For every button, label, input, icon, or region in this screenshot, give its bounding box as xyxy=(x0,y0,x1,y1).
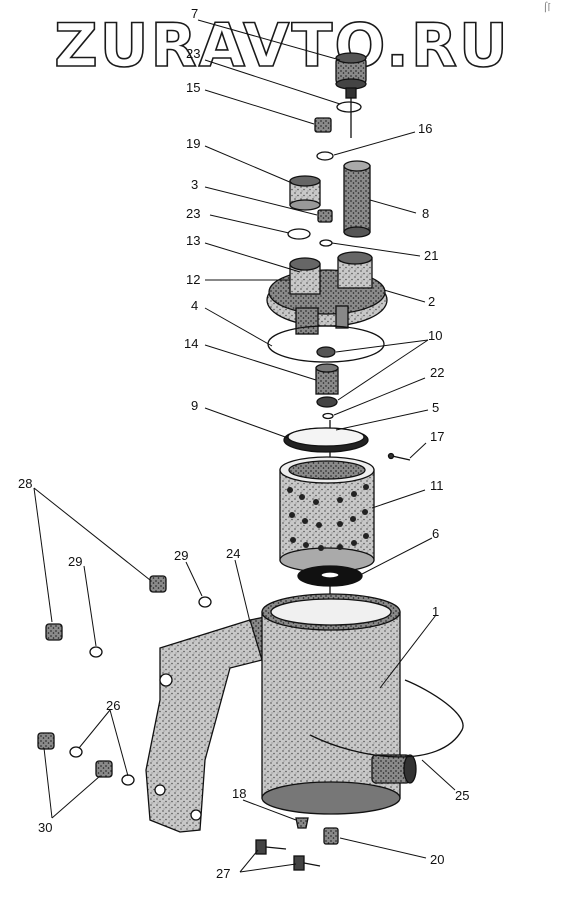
part-11-filter-element xyxy=(279,456,375,573)
part-14-sleeve xyxy=(315,363,339,395)
part-1-housing xyxy=(261,593,417,815)
part-10-ring-upper xyxy=(316,346,336,358)
callout-23-top: 23 xyxy=(186,46,200,61)
part-2-filter-head xyxy=(266,251,388,335)
part-22-washer xyxy=(322,412,334,420)
part-8-filter-tube xyxy=(343,160,371,238)
part-3-nut xyxy=(317,209,333,223)
callout-24: 24 xyxy=(226,546,240,561)
part-30-nut-lower xyxy=(95,760,113,778)
part-28-nut-lower xyxy=(45,623,63,641)
part-20-drain-plug xyxy=(323,827,339,845)
callout-25: 25 xyxy=(455,788,469,803)
callout-7: 7 xyxy=(191,6,198,21)
part-9-disk xyxy=(283,427,369,453)
callout-29-right: 29 xyxy=(174,548,188,563)
callout-8: 8 xyxy=(422,206,429,221)
callout-17: 17 xyxy=(430,429,444,444)
callout-9: 9 xyxy=(191,398,198,413)
callout-14: 14 xyxy=(184,336,198,351)
callout-12: 12 xyxy=(186,272,200,287)
callout-22: 22 xyxy=(430,365,444,380)
callout-15: 15 xyxy=(186,80,200,95)
callout-19: 19 xyxy=(186,136,200,151)
callout-4: 4 xyxy=(191,298,198,313)
part-27-bolt-lower xyxy=(293,855,321,871)
leader-lines xyxy=(33,19,456,873)
callout-13: 13 xyxy=(186,233,200,248)
part-25-pipe xyxy=(309,679,464,758)
callout-21: 21 xyxy=(424,248,438,263)
callout-30: 30 xyxy=(38,820,52,835)
callout-18: 18 xyxy=(232,786,246,801)
part-23-ring xyxy=(287,228,311,240)
part-17-pin xyxy=(387,452,411,461)
callout-28: 28 xyxy=(18,476,32,491)
callout-5: 5 xyxy=(432,400,439,415)
part-16-washer xyxy=(316,151,334,161)
callout-23: 23 xyxy=(186,206,200,221)
part-29-washer-right xyxy=(198,596,212,608)
corner-mark: ⌠⌈ xyxy=(543,1,551,13)
callout-29-left: 29 xyxy=(68,554,82,569)
part-27-bolt-upper xyxy=(255,839,287,855)
callout-16: 16 xyxy=(418,121,432,136)
part-26-washer-left xyxy=(69,746,83,758)
callout-11: 11 xyxy=(430,478,444,493)
part-26-washer-right xyxy=(121,774,135,786)
callout-20: 20 xyxy=(430,852,444,867)
part-15-nut xyxy=(314,117,332,133)
callout-2: 2 xyxy=(428,294,435,309)
callout-3: 3 xyxy=(191,177,198,192)
part-29-washer-left xyxy=(89,646,103,658)
part-6-gasket xyxy=(297,565,363,587)
callout-1: 1 xyxy=(432,604,439,619)
part-23-ring-top xyxy=(336,101,362,113)
part-30-nut-upper xyxy=(37,732,55,750)
callout-10: 10 xyxy=(428,328,442,343)
watermark: ZURAVTO.RU xyxy=(54,11,510,81)
callout-26: 26 xyxy=(106,698,120,713)
part-28-nut-upper xyxy=(149,575,167,593)
part-10-ring-lower xyxy=(316,396,338,408)
part-19-bushing xyxy=(289,175,321,211)
part-7-fitting xyxy=(335,52,367,99)
part-18-plug xyxy=(295,817,309,829)
callout-27: 27 xyxy=(216,866,230,881)
callout-6: 6 xyxy=(432,526,439,541)
part-21-washer xyxy=(319,239,333,247)
